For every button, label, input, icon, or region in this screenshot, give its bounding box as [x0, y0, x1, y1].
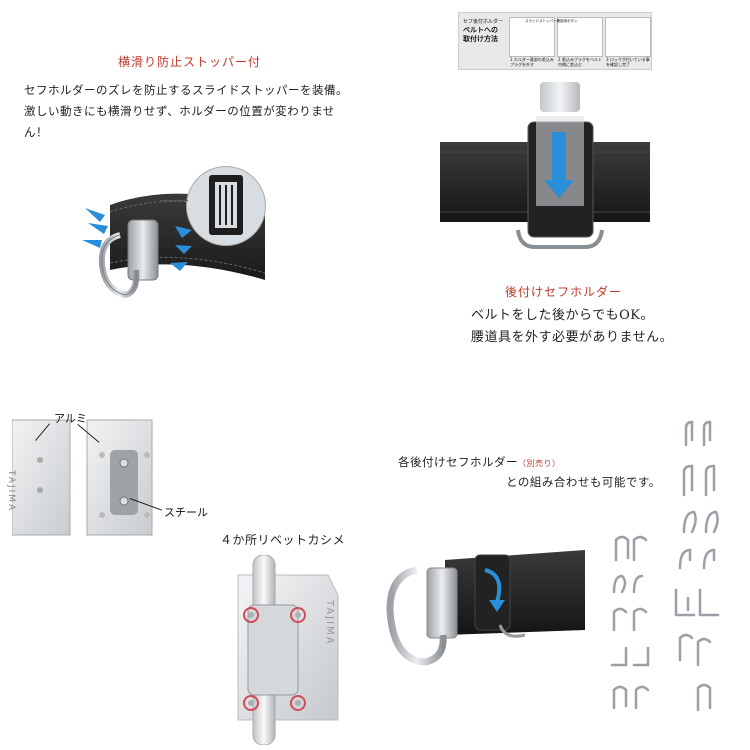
retrofit-holder-illustration — [440, 82, 650, 249]
holder-icon-l5 — [612, 685, 650, 710]
instruction-step-2: 2 差込みプラグをベルト内側に差込む — [558, 57, 603, 67]
rivet-plate-illustration — [237, 555, 339, 745]
instruction-image-2 — [557, 17, 603, 57]
step-2-text: 差込みプラグをベルト内側に差込む — [558, 57, 602, 67]
rivet-plate-brand-text: TAJIMA — [324, 600, 335, 646]
step-3-text: ロックが付いている事を確認し完了 — [606, 57, 650, 67]
section2-title: 後付けセフホルダー — [505, 285, 623, 299]
combination-belt-illustration — [386, 550, 585, 666]
step-1-number: 1 — [510, 57, 513, 62]
section5-line2: との組み合わせも可能です。 — [506, 475, 661, 489]
section1-line2: 激しい動きにも横滑りせず、ホルダーの位置が変わりません！ — [24, 104, 335, 139]
stopper-detail-magnifier — [186, 166, 266, 246]
holder-icon-r1 — [684, 420, 694, 447]
instruction-step-1: 1 ホルダー基部の差込みプラグを外す — [510, 57, 555, 67]
holder-icon-l1 — [614, 535, 630, 562]
holder-icon-r4 — [678, 548, 692, 570]
step-3-number: 3 — [606, 57, 609, 62]
holder-icon-l4 — [610, 646, 650, 667]
holder-icon-r6 — [678, 633, 712, 667]
section5-description: 各後付けセフホルダー（別売り） との組み合わせも可能です。 — [398, 453, 661, 492]
section2-line2: 腰道具を外す必要がありません。 — [471, 330, 674, 345]
step-2-number: 2 — [558, 57, 561, 62]
holder-icon-l2 — [612, 574, 627, 594]
holder-icon-l3 — [612, 607, 648, 632]
instruction-image-3 — [605, 17, 651, 57]
steel-label: スチール — [164, 506, 208, 519]
instruction-image-1 — [509, 17, 555, 57]
optional-holders-grid — [610, 420, 720, 712]
step-1-text: ホルダー基部の差込みプラグを外す — [510, 57, 554, 67]
instruction-sub-label: スライドストッパー確認用ボタン — [525, 19, 578, 23]
section2-line1: ベルトをした後からでもOK。 — [471, 308, 654, 323]
stopper-detail-icon — [209, 175, 243, 235]
section1-description: セフホルダーのズレを防止するスライドストッパーを装備。 激しい動きにも横滑りせず… — [24, 80, 354, 143]
section1-title: 横滑り防止ストッパー付 — [118, 55, 262, 69]
instruction-heading-small: セフ後付ホルダー — [463, 19, 504, 25]
section5-line1-note: （別売り） — [518, 459, 561, 468]
aluminum-label: アルミ — [54, 412, 87, 425]
instruction-card: セフ後付ホルダー ベルトへの取付け方法 1 ホルダー基部の差込みプラグを外す 2… — [458, 12, 652, 70]
section5-line1-main: 各後付けセフホルダー — [398, 455, 518, 469]
holder-icon-r2 — [682, 464, 694, 497]
holder-icon-r7 — [696, 683, 712, 712]
material-plates-illustration — [12, 419, 153, 536]
holder-icon-r3 — [682, 510, 697, 534]
instruction-step-3: 3 ロックが付いている事を確認し完了 — [606, 57, 651, 67]
plate-brand-text: TAJIMA — [6, 470, 16, 513]
holder-icon-r5 — [674, 588, 696, 617]
section5-line1: 各後付けセフホルダー（別売り） — [398, 453, 661, 473]
instruction-heading: ベルトへの取付け方法 — [463, 26, 498, 43]
section1-line1: セフホルダーのズレを防止するスライドストッパーを装備。 — [24, 83, 348, 97]
section2-description: ベルトをした後からでもOK。 腰道具を外す必要がありません。 — [471, 305, 731, 349]
section4-title: ４か所リベットカシメ — [220, 533, 346, 547]
